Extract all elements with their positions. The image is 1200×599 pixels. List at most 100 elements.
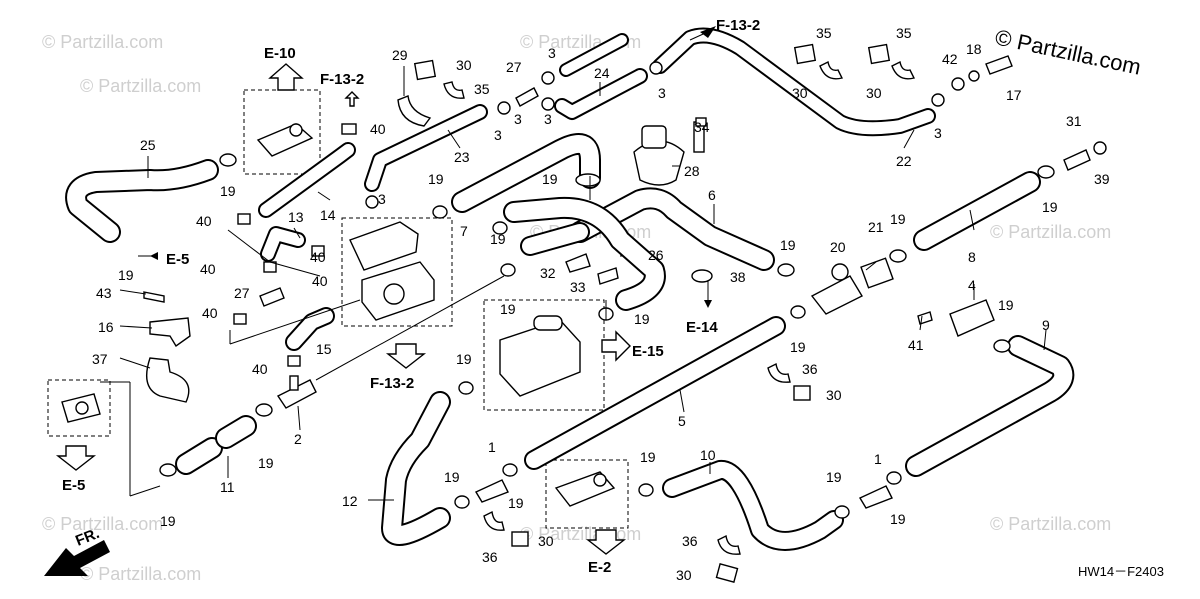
callout: 30 (456, 57, 472, 73)
callout: 9 (1042, 317, 1050, 333)
callout: 27 (234, 285, 250, 301)
callout: 24 (594, 65, 610, 81)
joint-icon (858, 485, 893, 509)
callout: 3 (658, 85, 666, 101)
components (61, 43, 1107, 583)
callout: 16 (98, 319, 114, 335)
callout: 36 (682, 533, 698, 549)
callout: 40 (200, 261, 216, 277)
callout: 19 (640, 449, 656, 465)
brand-watermark: © Partzilla.com (993, 24, 1143, 79)
callout: 19 (826, 469, 842, 485)
callout: 19 (542, 171, 558, 187)
nut-icon (597, 267, 619, 285)
callout: 17 (1006, 87, 1022, 103)
gasket-icon (860, 257, 894, 289)
callout: 35 (896, 25, 912, 41)
callout: 25 (140, 137, 156, 153)
valve-assembly-icon (349, 221, 435, 321)
callout: 30 (538, 533, 554, 549)
callout: 19 (490, 231, 506, 247)
band-clamp-icon (233, 123, 357, 367)
bracket-icon (149, 317, 191, 348)
callout: 3 (934, 125, 942, 141)
callout: 19 (500, 301, 516, 317)
callout: 19 (456, 351, 472, 367)
callout: 31 (1066, 113, 1082, 129)
callout: 5 (678, 413, 686, 429)
callout-numbers: 25 19 40 13 14 40 29 30 35 23 3 27 3 3 3… (92, 25, 1110, 583)
flange-icon (949, 299, 995, 337)
watermark-text: © Partzilla.com (42, 514, 163, 534)
callout: 12 (342, 493, 358, 509)
screw-icon (917, 311, 933, 325)
callout: 30 (676, 567, 692, 583)
callout: 28 (684, 163, 700, 179)
diagram-code: HW14－F2403 (1078, 564, 1164, 579)
callout: 43 (96, 285, 112, 301)
callout: 1 (488, 439, 496, 455)
fitting-icon (1063, 149, 1091, 171)
callout: 38 (730, 269, 746, 285)
ref-f13-2: F-13-2 (370, 375, 414, 392)
joint-pipe-icon (810, 263, 863, 315)
e2-group-box (545, 459, 629, 529)
callout: 19 (444, 469, 460, 485)
callout: 20 (830, 239, 846, 255)
callout: 29 (392, 47, 408, 63)
ref-e5: E-5 (62, 477, 85, 494)
callout: 19 (428, 171, 444, 187)
joint-icon (259, 87, 539, 307)
ref-e14: E-14 (686, 319, 718, 336)
screw-icon (565, 253, 591, 273)
callout: 8 (968, 249, 976, 265)
clip-icon (365, 61, 945, 209)
front-arrow-icon (44, 540, 110, 576)
callout: 41 (908, 337, 924, 353)
callout: 40 (202, 305, 218, 321)
callout: 40 (370, 121, 386, 137)
callout: 39 (1094, 171, 1110, 187)
holder-icon (413, 43, 891, 583)
arrow-down-icon (385, 343, 427, 369)
callout: 19 (890, 511, 906, 527)
callout: 3 (548, 45, 556, 61)
callout: 19 (890, 211, 906, 227)
arrow-up-icon (268, 63, 304, 91)
reference-labels: E-10 F-13-2 F-13-2 F-13-2 E-5 E-5 E-14 E… (62, 17, 1164, 579)
callout: 1 (874, 451, 882, 467)
callout: 13 (288, 209, 304, 225)
callout: 34 (694, 119, 710, 135)
canister-icon (499, 315, 581, 397)
callout: 19 (634, 311, 650, 327)
ref-f13-2: F-13-2 (716, 17, 760, 34)
callout: 19 (1042, 199, 1058, 215)
washer-icon (691, 269, 713, 283)
fitting-assembly-icon (554, 471, 616, 507)
arrow-down-icon (55, 445, 97, 471)
callout: 35 (816, 25, 832, 41)
callout: 36 (482, 549, 498, 565)
callout: 23 (454, 149, 470, 165)
watermark-text: © Partzilla.com (990, 514, 1111, 534)
callout: 6 (708, 187, 716, 203)
callout: 19 (780, 237, 796, 253)
fitting-assembly-icon (61, 393, 101, 423)
thermostat-housing-icon (633, 121, 705, 186)
callout: 10 (700, 447, 716, 463)
tee-joint-icon (276, 379, 317, 409)
callout: 18 (966, 41, 982, 57)
callout: 7 (460, 223, 468, 239)
ref-e15: E-15 (632, 343, 664, 360)
callout: 35 (474, 81, 490, 97)
callout: 19 (118, 267, 134, 283)
clamp-icon (159, 153, 1055, 519)
callout: 40 (310, 249, 326, 265)
callout: 3 (544, 111, 552, 127)
callout: 30 (866, 85, 882, 101)
watermark-text: © Partzilla.com (990, 222, 1111, 242)
bolt-icon (695, 117, 707, 127)
e15-group-box (483, 299, 605, 411)
